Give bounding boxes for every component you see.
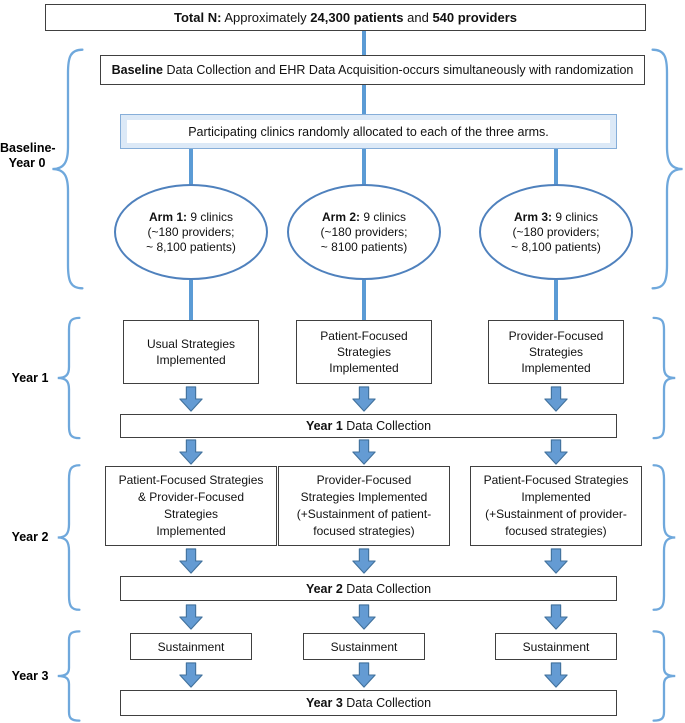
arm3-line2: (~180 providers; [512,224,600,239]
connector-allocation-to-arm1 [189,149,193,185]
year1-arm2-box: Patient-Focused Strategies Implemented [296,320,432,384]
down-arrow-icon [544,439,568,465]
year2-data-collection-text: Year 2 Data Collection [305,581,432,596]
year1-data-collection-text: Year 1 Data Collection [305,419,432,433]
year2-arm1-box: Patient-Focused Strategies & Provider-Fo… [105,466,277,546]
baseline-year0-label: Baseline- Year 0 [0,141,56,170]
allocation-text: Participating clinics randomly allocated… [127,120,610,143]
year1-data-collection-box: Year 1 Data Collection [120,414,617,438]
down-arrow-icon [179,662,203,688]
down-arrow-icon [352,439,376,465]
down-arrow-icon [544,386,568,412]
arm1-line3: ~ 8,100 patients) [146,239,236,254]
arm1-line2: (~180 providers; [147,224,235,239]
left-brace-baseline-icon [50,46,86,292]
year2-data-collection-box: Year 2 Data Collection [120,576,617,601]
year1-arm1-box: Usual Strategies Implemented [123,320,259,384]
left-brace-year1-icon [56,316,82,440]
down-arrow-icon [179,386,203,412]
right-brace-baseline-icon [649,46,685,292]
baseline-collection-text: Baseline Data Collection and EHR Data Ac… [111,63,634,77]
down-arrow-icon [179,548,203,574]
year1-label: Year 1 [11,371,49,385]
arm2-line3: ~ 8100 patients) [320,239,408,254]
total-n-text: Total N: Approximately 24,300 patients a… [174,9,517,25]
left-brace-year2-icon [56,463,82,612]
connector-allocation-to-arm3 [554,149,558,185]
arm2-ellipse: Arm 2: 9 clinics (~180 providers; ~ 8100… [287,184,441,280]
connector-arm2-to-year1 [362,280,366,320]
arm2-line2: (~180 providers; [320,224,408,239]
down-arrow-icon [352,604,376,630]
right-brace-year1-icon [651,316,677,440]
year3-label: Year 3 [11,669,49,683]
down-arrow-icon [179,439,203,465]
connector-arm3-to-year1 [554,280,558,320]
connector-total-to-baseline [362,31,366,55]
arm3-line1: Arm 3: 9 clinics [513,209,599,224]
arm3-ellipse: Arm 3: 9 clinics (~180 providers; ~ 8,10… [479,184,633,280]
down-arrow-icon [352,548,376,574]
down-arrow-icon [352,662,376,688]
down-arrow-icon [544,548,568,574]
down-arrow-icon [179,604,203,630]
allocation-box: Participating clinics randomly allocated… [120,114,617,149]
total-n-box: Total N: Approximately 24,300 patients a… [45,4,646,31]
down-arrow-icon [544,604,568,630]
arm3-line3: ~ 8,100 patients) [511,239,601,254]
left-brace-year3-icon [56,630,82,722]
year2-arm2-box: Provider-Focused Strategies Implemented … [278,466,450,546]
right-brace-year2-icon [651,463,677,612]
year2-label: Year 2 [11,530,49,544]
year2-arm3-box: Patient-Focused Strategies Implemented (… [470,466,642,546]
connector-baseline-to-allocation [362,85,366,114]
arm1-line1: Arm 1: 9 clinics [148,209,234,224]
arm1-ellipse: Arm 1: 9 clinics (~180 providers; ~ 8,10… [114,184,268,280]
year3-arm3-sustainment-box: Sustainment [495,633,617,660]
year3-arm1-sustainment-box: Sustainment [130,633,252,660]
year3-data-collection-box: Year 3 Data Collection [120,690,617,716]
baseline-collection-box: Baseline Data Collection and EHR Data Ac… [100,55,645,85]
connector-arm1-to-year1 [189,280,193,320]
year3-arm2-sustainment-box: Sustainment [303,633,425,660]
down-arrow-icon [544,662,568,688]
year3-data-collection-text: Year 3 Data Collection [305,696,432,710]
year1-arm3-box: Provider-Focused Strategies Implemented [488,320,624,384]
connector-allocation-to-arm2 [362,149,366,185]
right-brace-year3-icon [651,630,677,722]
down-arrow-icon [352,386,376,412]
arm2-line1: Arm 2: 9 clinics [321,209,407,224]
